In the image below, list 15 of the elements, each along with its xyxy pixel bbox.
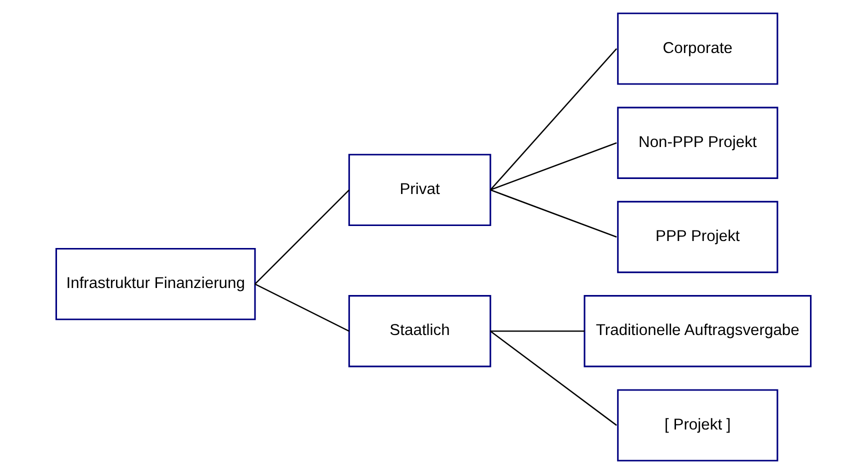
node-box: Privat <box>348 154 491 226</box>
connector <box>490 189 616 238</box>
node-box: PPP Projekt <box>616 200 778 274</box>
node-box: Infrastruktur Finanzierung <box>54 248 256 320</box>
node-box: Non-PPP Projekt <box>616 106 778 179</box>
connector <box>254 189 350 285</box>
connector <box>490 142 616 191</box>
node-box: Traditionelle Auftragsvergabe <box>583 295 812 368</box>
connector <box>490 330 584 332</box>
connector <box>254 283 349 332</box>
node-box: [ Projekt ] <box>616 389 778 462</box>
connector <box>489 48 617 190</box>
connector <box>490 330 616 426</box>
node-box: Corporate <box>616 12 778 85</box>
node-box: Staatlich <box>348 295 491 368</box>
